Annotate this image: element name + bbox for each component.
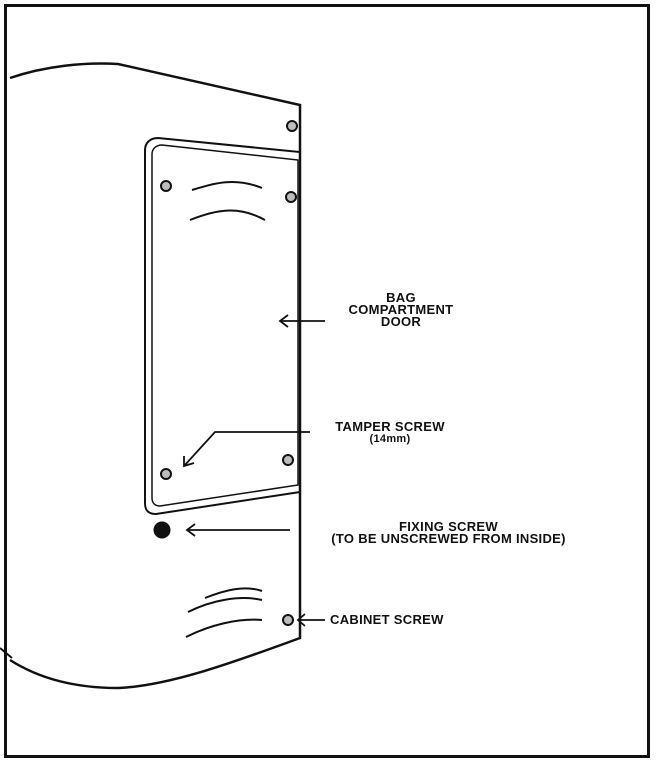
screw-icon <box>286 120 298 132</box>
cabinet-texture-mark <box>204 587 263 599</box>
label-line: (TO BE UNSCREWED FROM INSIDE) <box>331 531 566 546</box>
door-texture-mark <box>191 181 263 191</box>
cabinet-edge-stub <box>0 647 13 659</box>
label-line: BAG <box>386 290 416 305</box>
cabinet-texture-mark <box>187 597 263 613</box>
arrow-fixing-screw <box>185 523 290 537</box>
arrow-cabinet-screw <box>296 613 325 627</box>
label-line: FIXING SCREW <box>399 519 498 534</box>
label-bag-compartment-door: BAG COMPARTMENT DOOR <box>326 290 476 329</box>
label-line: COMPARTMENT <box>348 302 454 317</box>
screw-icon <box>160 180 172 192</box>
cabinet-outline <box>9 62 302 690</box>
label-line: (14mm) <box>369 433 411 445</box>
label-fixing-screw: FIXING SCREW (TO BE UNSCREWED FROM INSID… <box>296 519 601 546</box>
label-line: TAMPER SCREW <box>335 419 445 434</box>
label-line: DOOR <box>380 314 422 329</box>
arrow-bag-door <box>278 314 325 328</box>
label-line: CABINET SCREW <box>330 612 444 627</box>
diagram-frame <box>4 4 650 758</box>
fixing-screw-icon <box>153 521 171 539</box>
bag-compartment-door <box>144 136 301 516</box>
cabinet-texture-mark <box>185 618 263 638</box>
tamper-screw-icon <box>160 468 172 480</box>
label-tamper-screw: TAMPER SCREW (14mm) <box>315 419 465 445</box>
bag-compartment-door-inner <box>151 144 299 507</box>
screw-icon <box>285 191 297 203</box>
arrow-tamper-screw <box>183 431 310 468</box>
door-texture-mark <box>189 209 266 221</box>
cabinet-screw-icon <box>282 614 294 626</box>
label-cabinet-screw: CABINET SCREW <box>330 612 475 627</box>
tamper-screw-icon <box>282 454 294 466</box>
